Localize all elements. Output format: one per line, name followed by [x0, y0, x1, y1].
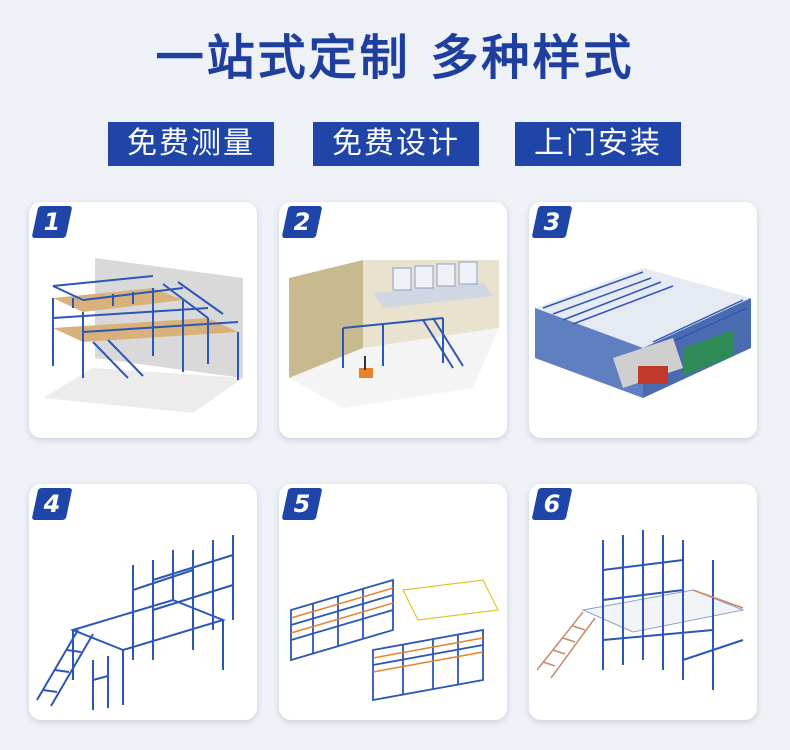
- number-badge: 6: [531, 488, 573, 520]
- rack-mezzanine-with-stairs-illustration: [536, 530, 745, 690]
- number-badge: 1: [31, 206, 73, 238]
- number-badge: 5: [281, 488, 323, 520]
- number-badge: 3: [531, 206, 573, 238]
- style-card-2[interactable]: 2: [279, 202, 507, 438]
- style-card-5[interactable]: 5: [279, 484, 507, 720]
- shelving-rack-layout-illustration: [290, 578, 499, 702]
- style-card-1[interactable]: 1: [29, 202, 257, 438]
- style-card-6[interactable]: 6: [529, 484, 757, 720]
- tag-onsite-install: 上门安装: [515, 122, 681, 166]
- two-level-rack-platform-illustration: [36, 535, 234, 710]
- tag-free-design: 免费设计: [313, 122, 479, 166]
- multi-tier-racking-warehouse-illustration: [535, 268, 751, 398]
- number-badge: 2: [281, 206, 323, 238]
- warehouse-mezzanine-with-forklift-illustration: [289, 260, 499, 408]
- style-card-4[interactable]: 4: [29, 484, 257, 720]
- page-headline: 一站式定制 多种样式: [155, 30, 635, 86]
- tag-free-measure: 免费测量: [108, 122, 274, 166]
- style-card-3[interactable]: 3: [529, 202, 757, 438]
- number-badge: 4: [31, 488, 73, 520]
- steel-platform-with-stairs-illustration: [43, 258, 243, 413]
